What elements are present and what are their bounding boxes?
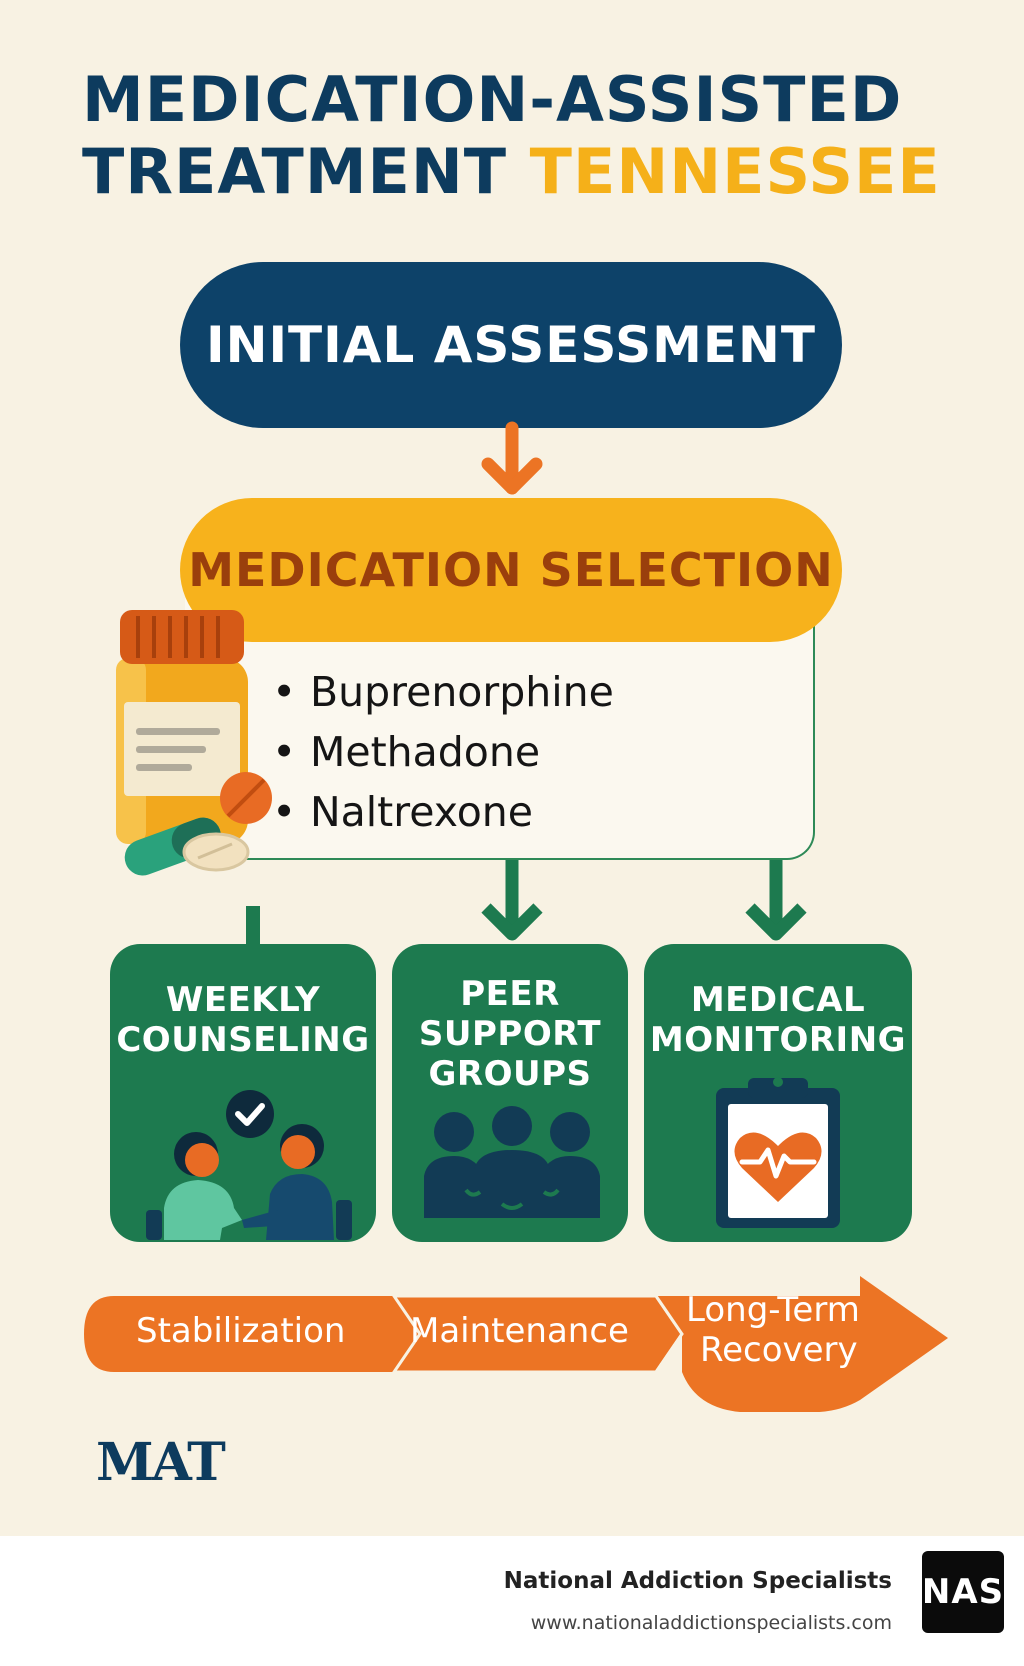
- card-title-line: MONITORING: [649, 1020, 907, 1060]
- pill-bottle-icon: [116, 610, 272, 876]
- phase-stabilization-label: Stabilization: [136, 1311, 346, 1351]
- phase-recovery-label: Recovery: [700, 1330, 858, 1370]
- arrow-to-medical: [745, 858, 807, 941]
- card-title-line: WEEKLY: [165, 980, 321, 1020]
- card-title-line: PEER: [460, 974, 560, 1014]
- list-item: •Buprenorphine: [272, 668, 614, 716]
- title-line-2: TREATMENT TENNESSEE: [82, 136, 941, 208]
- footer: [0, 1536, 1024, 1666]
- initial-assessment-step: INITIAL ASSESSMENT: [180, 262, 842, 428]
- nas-logo-text: NAS: [921, 1572, 1005, 1612]
- phase-long-term-recovery-segment: [656, 1276, 948, 1412]
- clipboard-heart-icon: [716, 1077, 840, 1228]
- nas-logo: NAS: [922, 1551, 1004, 1633]
- medication-selection-step: MEDICATION SELECTION: [180, 498, 842, 642]
- title-line-1: MEDICATION-ASSISTED: [82, 63, 903, 136]
- org-url[interactable]: www.nationaladdictionspecialists.com: [530, 1612, 892, 1634]
- phase-stabilization-segment: [84, 1296, 420, 1372]
- counseling-icon: [146, 1090, 352, 1240]
- title-accent: TENNESSEE: [529, 135, 941, 208]
- flow-arrows: [246, 421, 807, 950]
- medication-list: •Buprenorphine •Methadone •Naltrexone: [272, 662, 614, 842]
- list-item: •Naltrexone: [272, 788, 534, 836]
- arrow-to-selection: [481, 421, 543, 495]
- medication-selection-label: MEDICATION SELECTION: [188, 543, 834, 597]
- phase-timeline-arrow: [84, 1276, 948, 1412]
- org-name: National Addiction Specialists: [503, 1568, 892, 1594]
- list-item: •Methadone: [272, 728, 541, 776]
- mat-logo: MAT: [96, 1432, 226, 1493]
- card-title-line: SUPPORT: [418, 1014, 602, 1054]
- arrow-to-peer: [481, 858, 543, 941]
- phase-long-term-label: Long-Term: [686, 1290, 860, 1330]
- group-icon: [424, 1106, 600, 1218]
- phase-maintenance-label: Maintenance: [410, 1311, 629, 1351]
- initial-assessment-label: INITIAL ASSESSMENT: [206, 316, 816, 374]
- title-main: TREATMENT: [82, 135, 508, 208]
- card-title-line: GROUPS: [428, 1054, 592, 1094]
- card-title-line: MEDICAL: [690, 980, 866, 1020]
- card-title-line: COUNSELING: [116, 1020, 370, 1060]
